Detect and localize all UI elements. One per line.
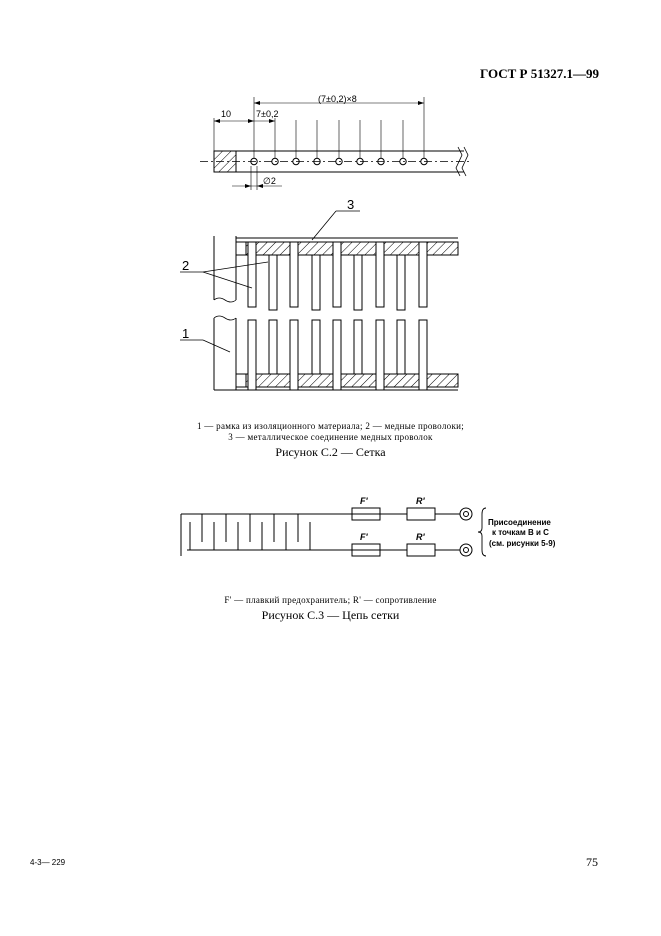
page-number: 75: [586, 855, 598, 869]
callout-3: 3: [347, 197, 354, 212]
strip-holes: [250, 157, 428, 166]
figure-c2-legend-line2: 3 — металлическое соединение медных пров…: [228, 432, 433, 442]
grid-strip-drawing: [200, 97, 472, 190]
figure-c3-title: Рисунок С.3 — Цепь сетки: [261, 608, 400, 622]
dim-total: (7±0,2)×8: [318, 94, 357, 104]
connection-note-line2: к точкам B и C: [492, 528, 549, 537]
figure-c2-title: Рисунок С.2 — Сетка: [275, 445, 386, 459]
fuse-label-top: F': [360, 496, 368, 506]
dim-hole-diameter: ∅2: [263, 176, 276, 186]
figure-c2-legend-line1: 1 — рамка из изоляционного материала; 2 …: [196, 421, 465, 431]
figure-c3-legend: F' — плавкий предохранитель; R' — сопрот…: [224, 595, 437, 605]
grid-section-drawing: [180, 210, 459, 391]
resistor-label-bottom: R': [416, 532, 425, 542]
dim-pitch: 7±0,2: [256, 109, 278, 119]
connection-note-line3: (см. рисунки 5-9): [489, 539, 556, 548]
callout-1: 1: [182, 326, 189, 341]
callout-2: 2: [182, 258, 189, 273]
resistor-label-top: R': [416, 496, 425, 506]
connection-note-line1: Присоединение: [488, 518, 551, 527]
circuit-drawing: [180, 507, 487, 557]
page-header: ГОСТ Р 51327.1—99: [480, 66, 599, 81]
dim-offset: 10: [221, 109, 231, 119]
footer-print-code: 4-3— 229: [30, 858, 66, 867]
fuse-label-bottom: F': [360, 532, 368, 542]
